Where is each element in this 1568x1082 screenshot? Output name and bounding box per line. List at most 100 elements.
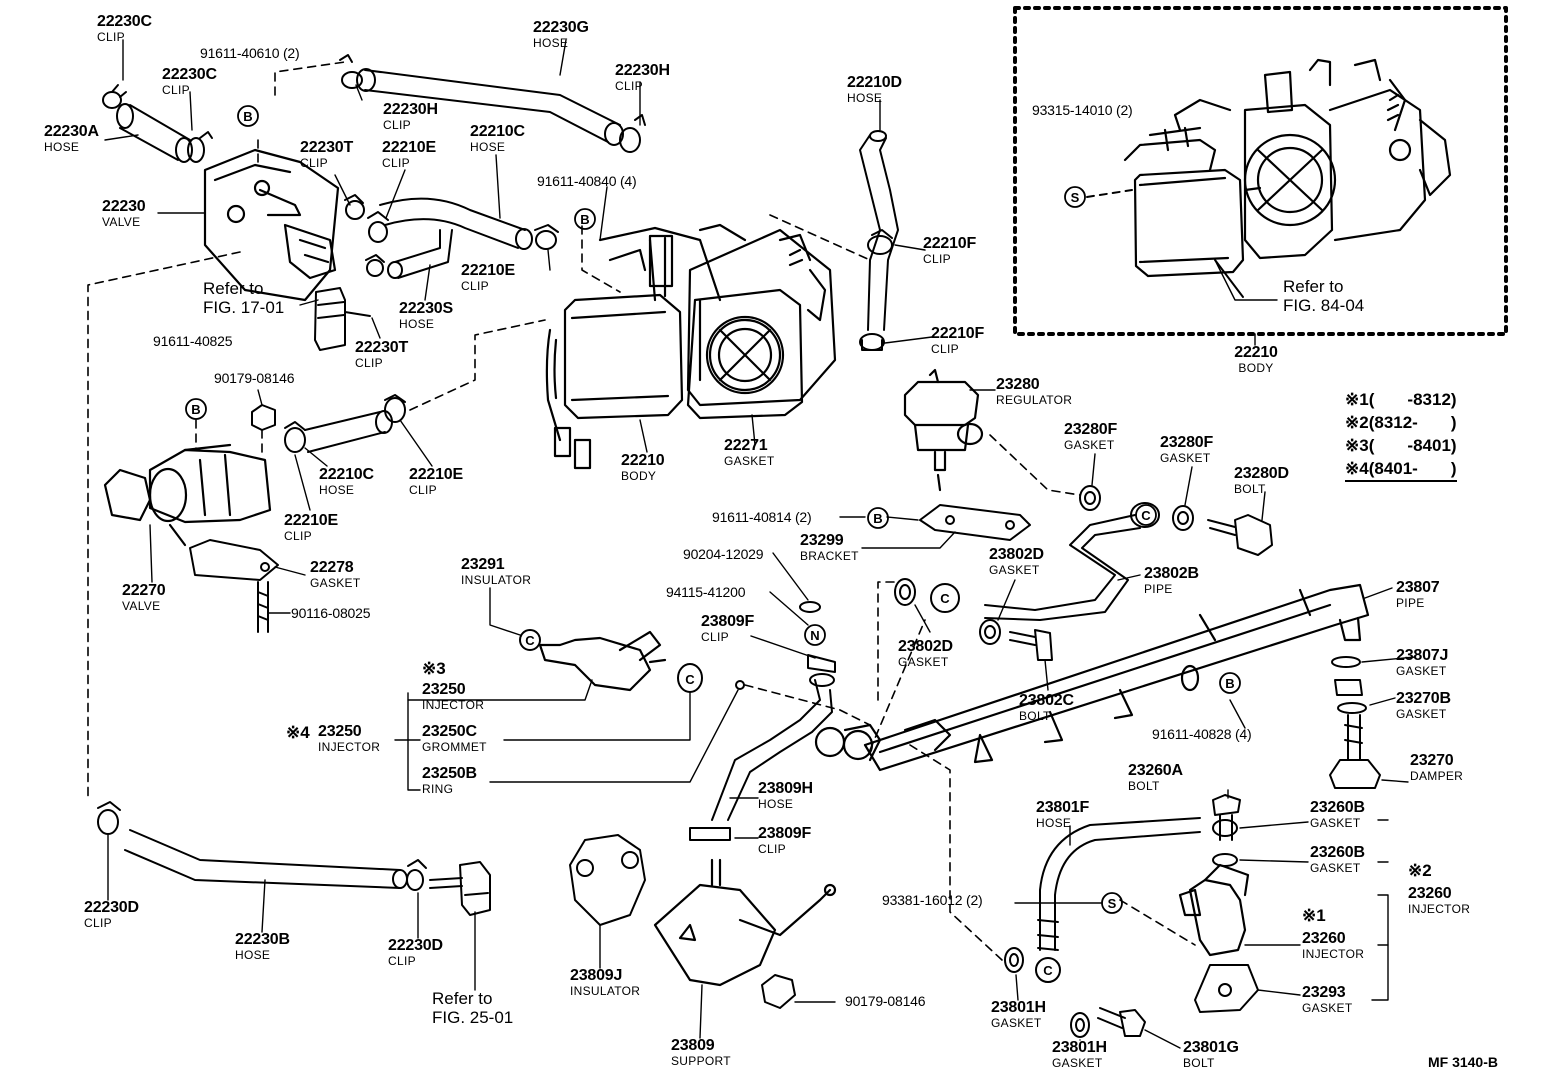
ref-n-1: N: [810, 628, 819, 643]
insulator-23809J: [569, 834, 646, 926]
hose-22210D: [859, 130, 899, 331]
ref-c-2: C: [525, 633, 535, 648]
ref-b-4: B: [873, 511, 882, 526]
legend-row-4: ※4(8401- ): [1345, 457, 1457, 482]
pipe-23802B: [930, 502, 1160, 621]
bolt-ref-marker: [237, 105, 259, 127]
clip-23809F-a: [807, 654, 836, 673]
dashed-lines: [87, 61, 1196, 961]
clip-22210E-a: [367, 211, 389, 243]
gasket-22271: [686, 288, 804, 420]
hose-22230A: [116, 103, 193, 163]
callout-93381-16012: 93381-16012 (2): [882, 892, 983, 908]
callout-91611-40610: 91611-40610 (2): [200, 45, 300, 61]
delivery-pipe-23807: [814, 583, 1370, 772]
hose-23801F: [1035, 817, 1201, 983]
injector-23260: [1178, 863, 1250, 957]
bolt-23280D: [1207, 514, 1273, 556]
hose-22230B: [124, 829, 408, 889]
marker-ast3: ※3: [422, 659, 446, 678]
marker-ast4: ※4: [286, 723, 310, 742]
injector-23250: [538, 630, 667, 692]
stud-90116: [257, 581, 269, 633]
gasket-23293: [1194, 964, 1259, 1013]
ref-c-3: C: [685, 672, 695, 687]
leader-lines: [104, 39, 1416, 1049]
nut-94115: [799, 601, 821, 613]
legend-row-2: ※2(8312- ): [1345, 413, 1457, 432]
ref-markers: [185, 105, 1241, 914]
support-23809: [653, 858, 837, 987]
ring-23250B: [735, 680, 745, 690]
ref-c-4: C: [940, 591, 950, 606]
hose-22230S: [387, 229, 453, 279]
serial-range-legend: ※1( -8312) ※2(8312- ) ※3( -8401) ※4(8401…: [1345, 388, 1457, 482]
marker-ast1: ※1: [1302, 906, 1326, 925]
screw-ref-marker: [1064, 186, 1086, 208]
bolt-ref-marker: [1219, 672, 1241, 694]
ref-s-2: S: [1108, 896, 1117, 911]
gasket-23260B-a: [1212, 819, 1238, 837]
fitting-25-01: [429, 861, 491, 916]
throttle-body-22210: [545, 223, 837, 470]
clip-22230H-a: [339, 54, 363, 89]
clip-22210E-c: [284, 421, 306, 453]
legend-row-3: ※3( -8401): [1345, 436, 1457, 455]
ref-c-5: C: [1043, 963, 1053, 978]
bolt-23801G: [1097, 1007, 1146, 1037]
bolt-ref-marker: [867, 507, 889, 529]
damper-23270: [1329, 714, 1381, 789]
gasket-23801H-b: [1070, 1012, 1090, 1038]
nut-ref-marker: [804, 624, 826, 646]
clip-22230H-b: [619, 114, 646, 153]
clip-23809F-b: [689, 827, 731, 841]
hose-22230G: [356, 68, 624, 146]
callout-91611-40840: 91611-40840 (4): [537, 173, 637, 189]
gasket-23260B-b: [1212, 853, 1238, 867]
bolt-23802C: [1009, 629, 1053, 661]
clip-22230T-b: [365, 254, 385, 277]
gasket-23270B: [1337, 702, 1367, 714]
